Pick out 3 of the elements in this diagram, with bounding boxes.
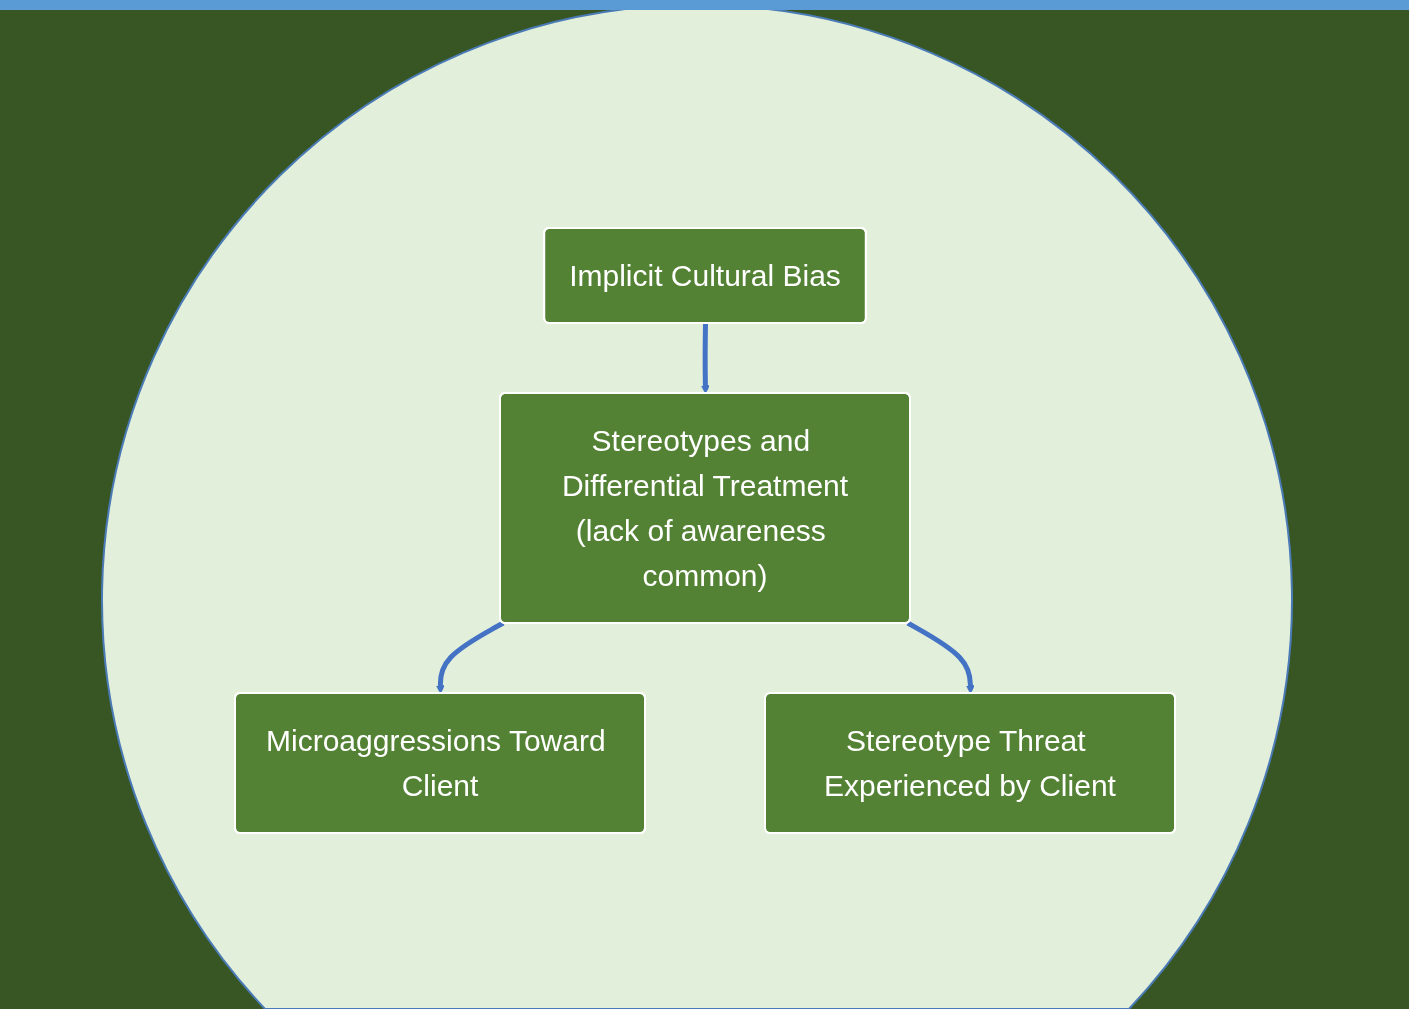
arrow — [435, 620, 504, 694]
arrow — [906, 620, 975, 694]
arrow — [700, 322, 710, 394]
